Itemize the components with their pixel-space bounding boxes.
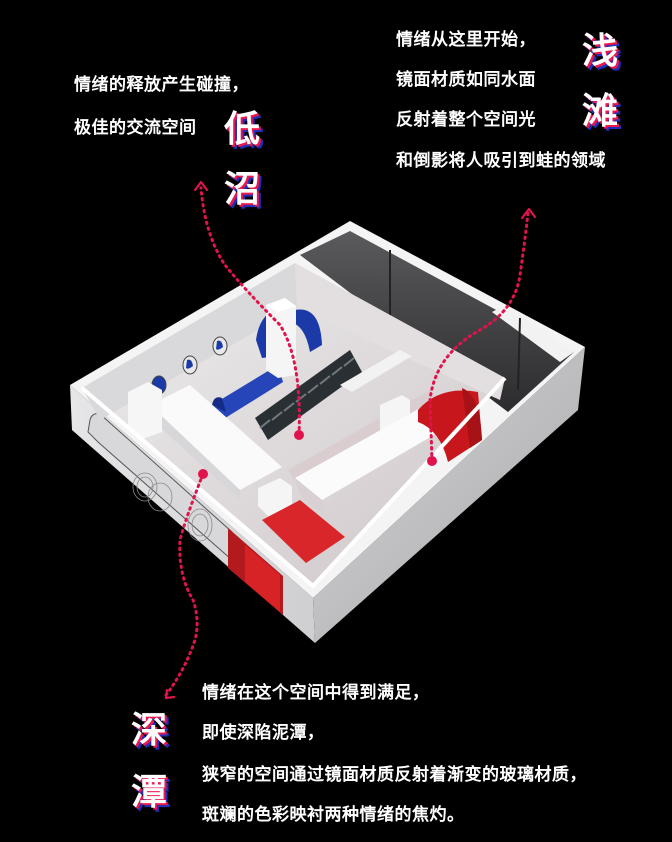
shallow-line-4: 和倒影将人吸引到蛙的领域 — [396, 151, 606, 171]
deep-title-char-2: 潭 — [131, 772, 168, 813]
shallow-marker-dot — [427, 456, 437, 466]
arrow-low-icon — [193, 180, 209, 192]
shallow-line-2: 镜面材质如同水面 — [396, 70, 536, 90]
path-lines — [164, 186, 530, 697]
deep-line-2: 即使深陷泥潭， — [202, 723, 325, 743]
deep-line-1: 情绪在这个空间中得到满足， — [202, 683, 430, 703]
outer-walls — [70, 347, 585, 643]
path-markers — [198, 430, 437, 479]
arrow-deep-icon — [164, 688, 176, 700]
low-marker-dot — [294, 430, 304, 440]
arrow-shallow-icon — [520, 207, 537, 220]
low-title-char-2: 沼 — [224, 169, 261, 210]
shallow-title-char-1: 浅 — [582, 31, 619, 72]
shallow-line-1: 情绪从这里开始， — [396, 30, 536, 50]
deep-line-3: 狭窄的空间通过镜面材质反射着渐变的玻璃材质， — [202, 765, 587, 785]
low-line-1: 情绪的释放产生碰撞， — [74, 75, 249, 95]
ribbed-cylinder — [255, 350, 362, 440]
red-structures — [262, 388, 482, 563]
deep-marker-dot — [198, 469, 208, 479]
white-benches — [128, 382, 446, 516]
arrowheads — [164, 180, 537, 700]
blue-structures — [212, 298, 322, 420]
low-line-2: 极佳的交流空间 — [74, 118, 197, 138]
deep-title-char-1: 深 — [131, 710, 168, 751]
shallow-title-char-2: 滩 — [582, 91, 619, 132]
low-title-char-1: 低 — [224, 109, 261, 150]
deep-line-4: 斑斓的色彩映衬两种情绪的焦灼。 — [202, 805, 465, 825]
shallow-line-3: 反射着整个空间光 — [396, 110, 536, 130]
